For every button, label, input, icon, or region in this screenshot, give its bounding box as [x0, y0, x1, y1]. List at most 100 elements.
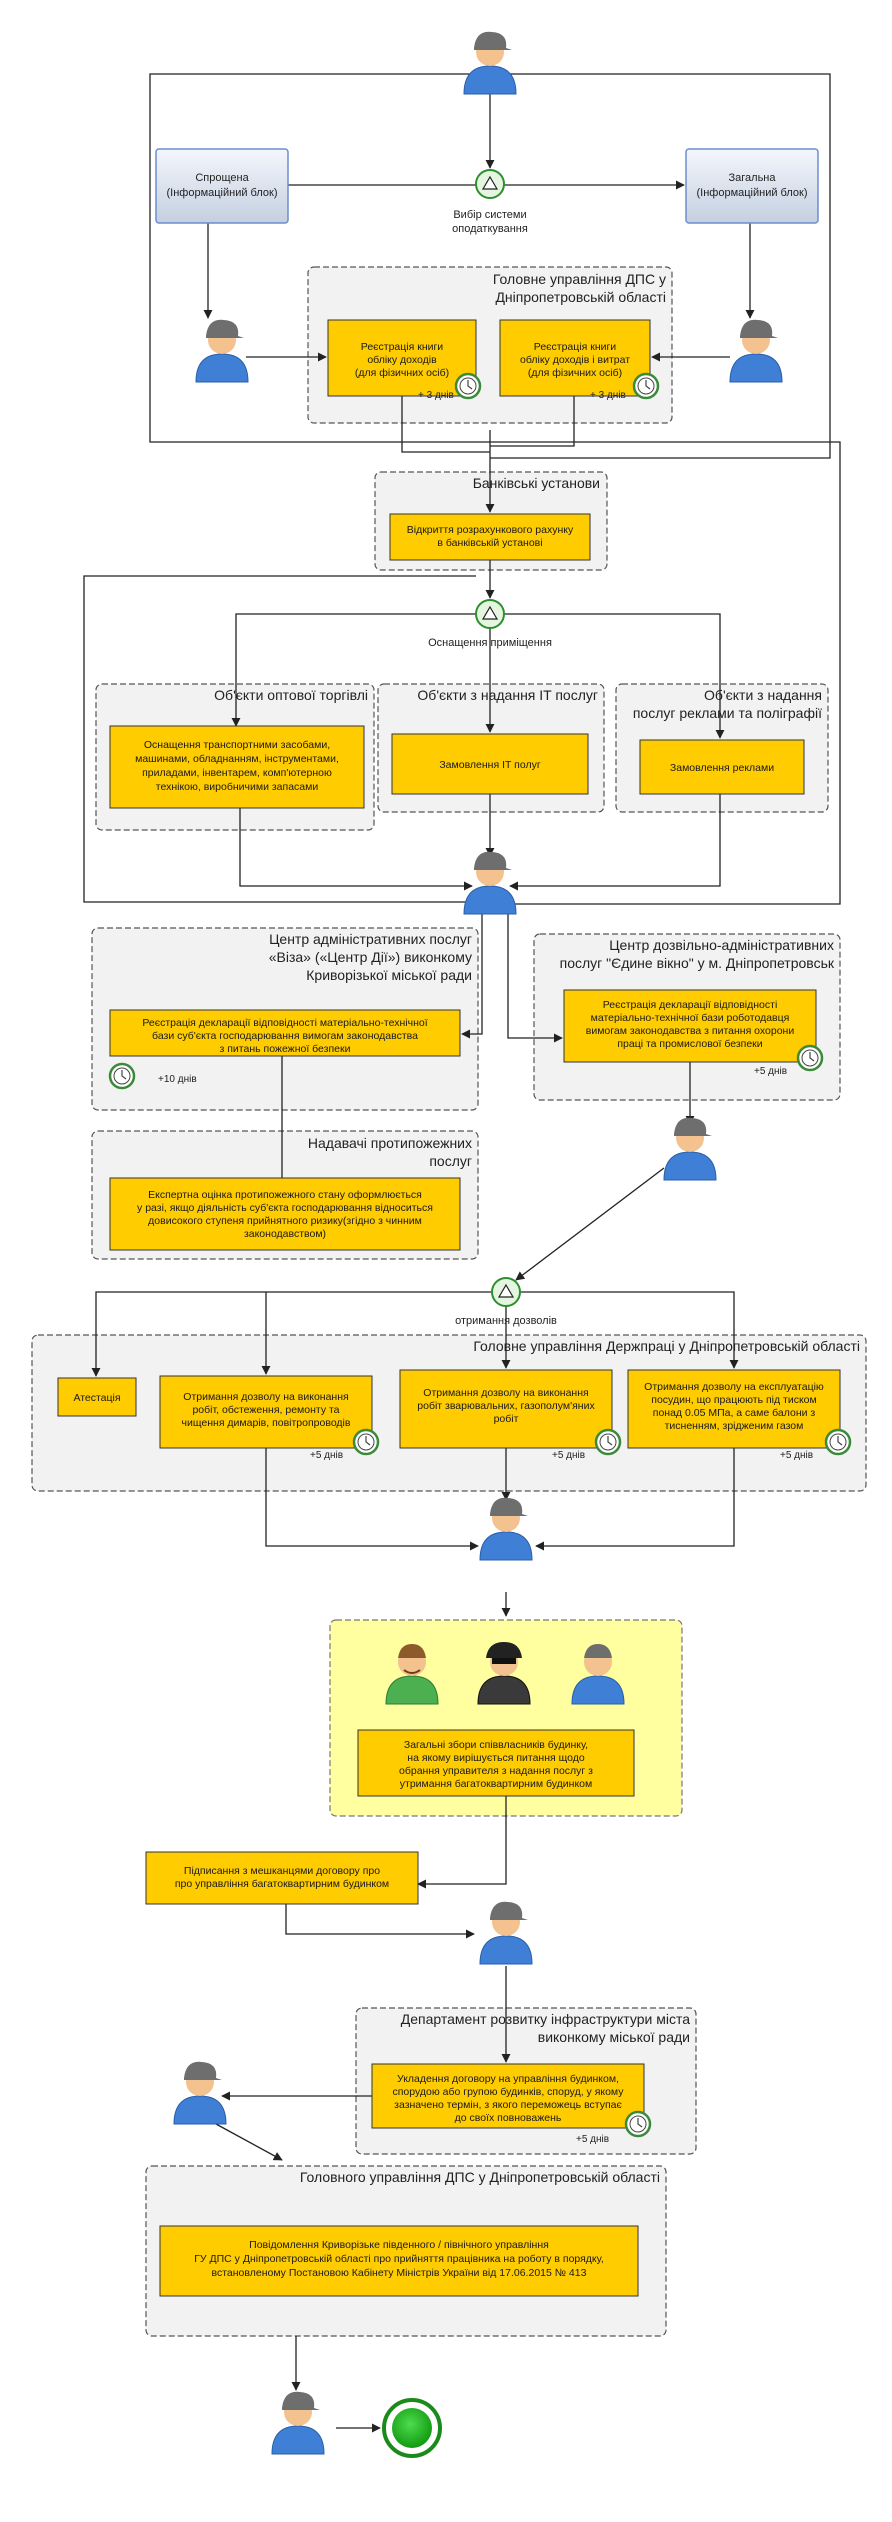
task-label: в банківській установі — [437, 537, 542, 549]
group-title-ads-1: Об'єкти з надання — [704, 687, 822, 703]
task-label: Реєстрація книги — [534, 341, 617, 353]
task-label: до своїх повноважень — [455, 2112, 562, 2124]
task-owners-meeting[interactable] — [357, 1729, 635, 1797]
svg-text:Головне управління Держпраці у: Головне управління Держпраці у Дніпропет… — [473, 1338, 860, 1354]
edge — [91, 1291, 492, 1377]
svg-text:Об'єкти з надання IT послуг: Об'єкти з надання IT послуг — [417, 687, 598, 703]
task-decl-fire[interactable] — [109, 1009, 461, 1057]
info-general-1: Загальна — [729, 172, 777, 184]
task-label: (для фізичних осіб) — [355, 367, 449, 379]
timer-label: +5 днів — [754, 1066, 787, 1077]
task-attestation[interactable] — [57, 1377, 137, 1417]
task-decl-labor[interactable] — [563, 989, 817, 1063]
group-title-ads-2: послуг реклами та поліграфії — [633, 705, 822, 721]
edge — [239, 806, 473, 891]
task-label: Укладення договору на управління будинко… — [397, 2073, 619, 2085]
edge — [231, 613, 476, 727]
info-simplified-1: Спрощена — [195, 172, 249, 184]
gateway-label: оподаткування — [452, 223, 528, 235]
group-title-dept-1: Департамент розвитку інфраструктури міст… — [401, 2011, 690, 2027]
task-label: спорудою або групою будинків, споруд, у … — [392, 2086, 624, 2098]
task-label: (для фізичних осіб) — [528, 367, 622, 379]
exclusive-gateway-icon[interactable] — [491, 1277, 521, 1307]
svg-text:Загальна(Інформаційний блок): Загальна(Інформаційний блок) — [696, 172, 807, 199]
edge — [490, 73, 831, 459]
edge — [461, 910, 483, 1039]
group-title-window-2: послуг "Єдине вікно" у м. Дніпропетровсь… — [560, 955, 835, 971]
edge — [215, 2123, 283, 2161]
task-label: Отримання дозволу на виконання — [183, 1391, 348, 1403]
exclusive-gateway-icon[interactable] — [475, 599, 505, 629]
edge — [83, 575, 476, 903]
user-icon — [479, 1901, 533, 1965]
task-label: на якому вирішується питання щодо — [407, 1752, 585, 1764]
task-label: обліку доходів і витрат — [520, 354, 630, 366]
svg-text:отримання дозволів: отримання дозволів — [455, 1315, 557, 1327]
gateway-label: Вибір системи — [453, 209, 526, 221]
task-label: про управління багатоквартирним будинком — [175, 1878, 389, 1890]
clock-icon — [824, 1428, 852, 1456]
task-label: утримання багатоквартирним будинком — [400, 1778, 592, 1790]
task-label: Замовлення IT полуг — [439, 759, 540, 771]
edge — [515, 1167, 665, 1281]
timer-label: +5 днів — [310, 1450, 343, 1461]
task-permit-chimney[interactable] — [159, 1375, 373, 1449]
task-label: з питань пожежної безпеки — [220, 1043, 351, 1055]
task-notify-dps[interactable] — [159, 2225, 639, 2297]
edge — [401, 395, 490, 453]
group-title-derzhpratsi: Головне управління Держпраці у Дніпропет… — [473, 1338, 860, 1354]
svg-text:Центр адміністративних послуг«: Центр адміністративних послуг«Віза» («Це… — [269, 931, 472, 983]
task-order-ads[interactable] — [639, 739, 805, 795]
clock-icon — [632, 372, 660, 400]
task-order-it[interactable] — [391, 733, 589, 795]
task-book-income-expense[interactable] — [499, 319, 651, 397]
gateway-label: отримання дозволів — [455, 1315, 557, 1327]
info-box-general[interactable] — [685, 148, 819, 224]
task-label: бази суб'єкта господарювання вимогам зак… — [152, 1030, 418, 1042]
gateway-label: Оснащення приміщення — [428, 637, 552, 649]
svg-text:Замовлення IT полуг: Замовлення IT полуг — [439, 759, 540, 771]
task-label: праці та промислової безпеки — [617, 1038, 762, 1050]
edge — [285, 1904, 475, 1939]
task-fire-assessment[interactable] — [109, 1177, 461, 1251]
group-title-wholesale: Об'єкти оптової торгівлі — [214, 687, 368, 703]
task-label: понад 0.05 МПа, а саме балони з — [653, 1407, 816, 1419]
task-permit-pressure[interactable] — [627, 1369, 841, 1449]
exclusive-gateway-icon[interactable] — [475, 169, 505, 199]
task-label: машинами, обладнанням, інструментами, — [135, 753, 339, 765]
info-box-simplified[interactable] — [155, 148, 289, 224]
task-label: встановленому Постановою Кабінету Мініст… — [212, 2267, 587, 2279]
task-contract-residents[interactable] — [145, 1851, 419, 1905]
timer-label: + 3 днів — [418, 390, 454, 401]
group-title-dps-top-1: Головне управління ДПС у — [493, 271, 666, 287]
task-label: ГУ ДПС у Дніпропетровській області про п… — [194, 2253, 604, 2265]
task-contract-city[interactable] — [371, 2063, 645, 2129]
edge — [490, 395, 575, 447]
task-permit-welding[interactable] — [399, 1369, 613, 1449]
edge — [535, 1448, 735, 1551]
info-simplified-2: (Інформаційний блок) — [166, 187, 277, 199]
end-event-icon[interactable] — [382, 2398, 442, 2458]
task-book-income[interactable] — [327, 319, 477, 397]
task-label: Відкриття розрахункового рахунку — [407, 524, 574, 536]
timer-label: + 3 днів — [590, 390, 626, 401]
task-bank-account[interactable] — [389, 513, 591, 561]
group-title-dept-2: виконкому міської ради — [538, 2029, 690, 2045]
task-label: Атестація — [73, 1392, 120, 1404]
edge — [507, 910, 563, 1043]
task-label: обрання управителя з надання послуг з — [399, 1765, 593, 1777]
task-label: технікою, виробничими запасами — [156, 781, 319, 793]
timer-label: +5 днів — [780, 1450, 813, 1461]
svg-text:Спрощена(Інформаційний блок): Спрощена (Інформаційний блок) — [166, 172, 277, 199]
task-wholesale-equip[interactable] — [109, 725, 365, 809]
timer-label: +5 днів — [552, 1450, 585, 1461]
user-icon — [463, 851, 517, 915]
edge — [417, 1794, 507, 1889]
